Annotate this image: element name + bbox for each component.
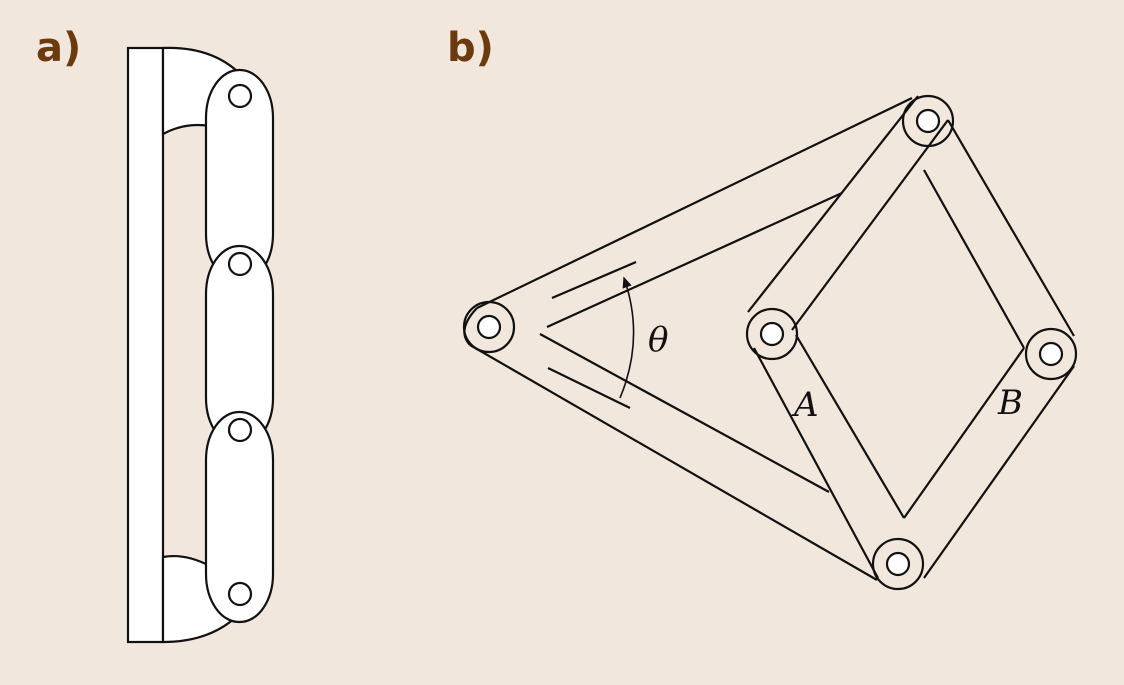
pin-joint	[885, 551, 911, 577]
link-top-right	[947, 119, 1075, 337]
joint-hub	[745, 307, 799, 361]
pin-joint	[1038, 341, 1064, 367]
base-plate	[126, 46, 165, 644]
pin-joint	[227, 417, 253, 443]
link-lower	[469, 344, 878, 581]
pin-joint	[227, 581, 253, 607]
link-upper	[546, 191, 843, 329]
angle-theta-label: θ	[648, 320, 668, 360]
panel-a-label: a)	[36, 25, 82, 71]
segment-3	[204, 410, 275, 624]
pin-joint	[227, 83, 253, 109]
joint-hub	[1024, 327, 1078, 381]
panel-b-diagram	[462, 94, 1078, 591]
panel-a-diagram	[126, 46, 275, 644]
panel-b-label: b)	[447, 25, 494, 71]
joint-hub	[462, 300, 516, 354]
centerline-lower	[547, 367, 631, 409]
pin-joint	[227, 251, 253, 277]
angle-arc	[619, 276, 635, 399]
link-top-left	[791, 119, 949, 331]
link-b-label: B	[997, 383, 1023, 423]
link-top-right	[923, 169, 1025, 349]
pin-joint	[759, 321, 785, 347]
link-a	[795, 334, 905, 519]
link-b	[923, 365, 1075, 579]
link-lower	[539, 333, 830, 493]
link-upper	[476, 97, 913, 309]
link-a	[753, 347, 879, 579]
link-a-label: A	[791, 385, 819, 425]
link-top-left	[747, 95, 919, 313]
pin-joint	[915, 108, 941, 134]
joint-hub	[901, 94, 955, 148]
link-b	[903, 347, 1025, 519]
joint-hub	[871, 537, 925, 591]
centerline-upper	[551, 260, 637, 300]
pin-joint	[476, 314, 502, 340]
